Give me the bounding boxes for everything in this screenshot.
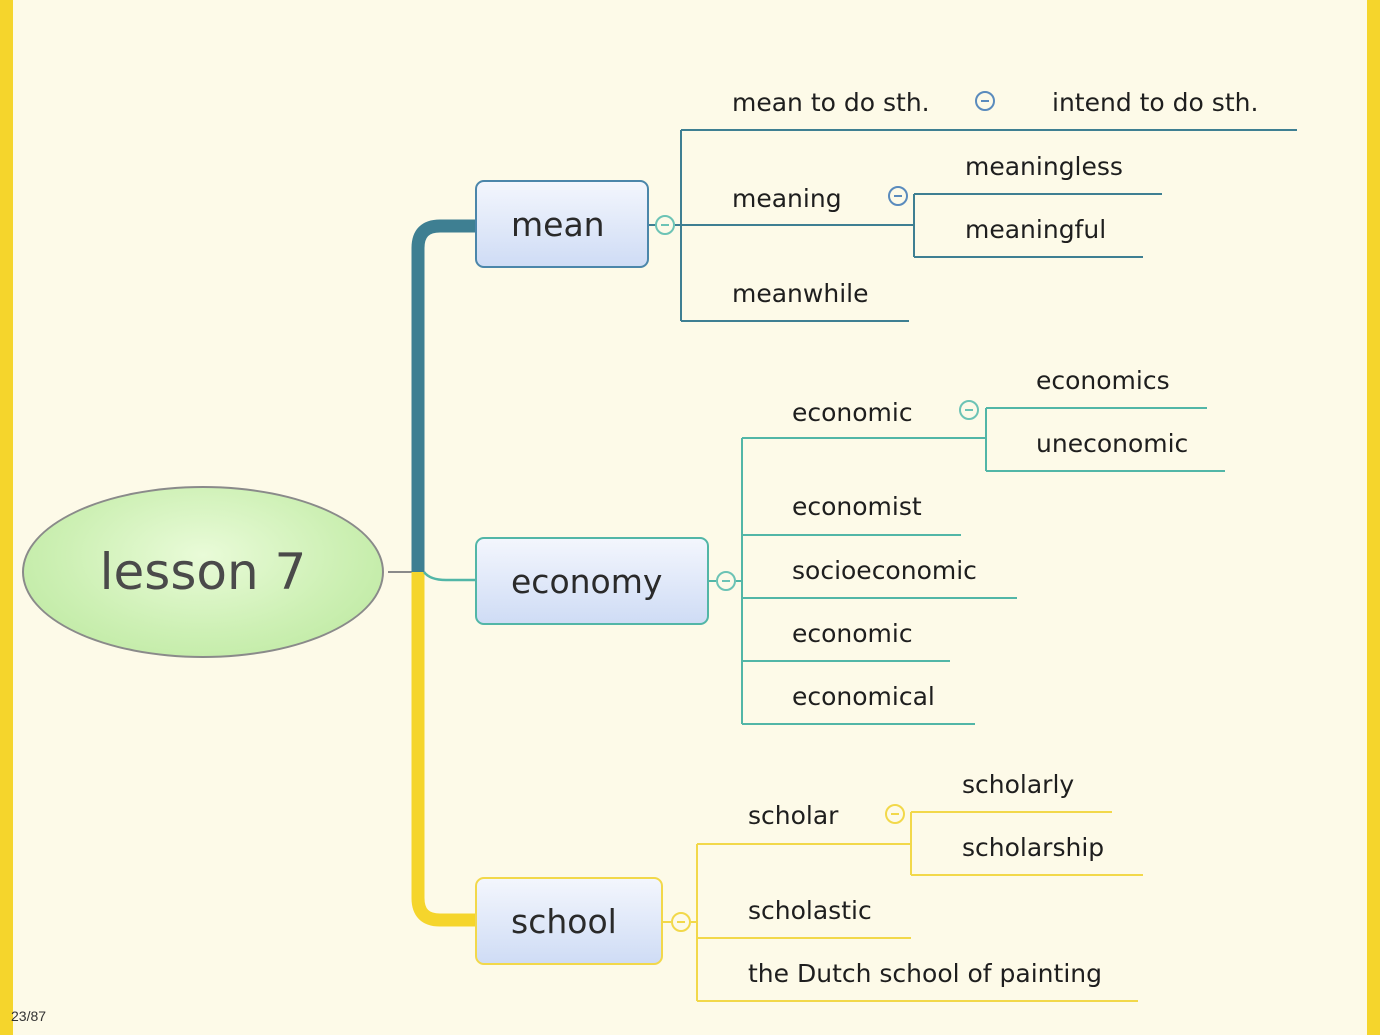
subtopic-scholarly[interactable]: scholarly (962, 770, 1075, 799)
subtopic-dutch-school-of-painting[interactable]: the Dutch school of painting (748, 959, 1102, 988)
root-topic-label: lesson 7 (99, 543, 307, 601)
topic-economy[interactable]: economy (475, 537, 709, 625)
subtopic-scholarship[interactable]: scholarship (962, 833, 1105, 862)
subtopic-intend-to-do[interactable]: intend to do sth. (1052, 88, 1259, 117)
topic-school[interactable]: school (475, 877, 663, 965)
subtopic-economical[interactable]: economical (792, 682, 935, 711)
collapse-minus-icon[interactable] (888, 186, 908, 206)
page-indicator: 23/87 (11, 1008, 47, 1024)
subtopic-meaningless[interactable]: meaningless (965, 152, 1123, 181)
subtopic-uneconomic[interactable]: uneconomic (1036, 429, 1189, 458)
collapse-minus-icon[interactable] (716, 571, 736, 591)
subtopic-economics[interactable]: economics (1036, 366, 1170, 395)
subtopic-meaning[interactable]: meaning (732, 184, 842, 213)
subtopic-meaningful[interactable]: meaningful (965, 215, 1107, 244)
subtopic-mean-to-do[interactable]: mean to do sth. (732, 88, 930, 117)
subtopic-economist[interactable]: economist (792, 492, 922, 521)
topic-mean-label: mean (511, 204, 605, 244)
right-frame-border (1367, 0, 1380, 1035)
collapse-minus-icon[interactable] (885, 804, 905, 824)
subtopic-socioeconomic[interactable]: socioeconomic (792, 556, 977, 585)
subtopic-scholastic[interactable]: scholastic (748, 896, 872, 925)
topic-economy-label: economy (511, 561, 663, 601)
subtopic-meanwhile[interactable]: meanwhile (732, 279, 869, 308)
root-topic-lesson-7[interactable]: lesson 7 (22, 486, 384, 658)
subtopic-economic[interactable]: economic (792, 398, 913, 427)
collapse-minus-icon[interactable] (671, 912, 691, 932)
collapse-minus-icon[interactable] (959, 400, 979, 420)
topic-mean[interactable]: mean (475, 180, 649, 268)
topic-school-label: school (511, 901, 617, 941)
left-frame-border (0, 0, 13, 1035)
collapse-minus-icon[interactable] (655, 215, 675, 235)
subtopic-scholar[interactable]: scholar (748, 801, 839, 830)
subtopic-economic-2[interactable]: economic (792, 619, 913, 648)
collapse-minus-icon[interactable] (975, 91, 995, 111)
